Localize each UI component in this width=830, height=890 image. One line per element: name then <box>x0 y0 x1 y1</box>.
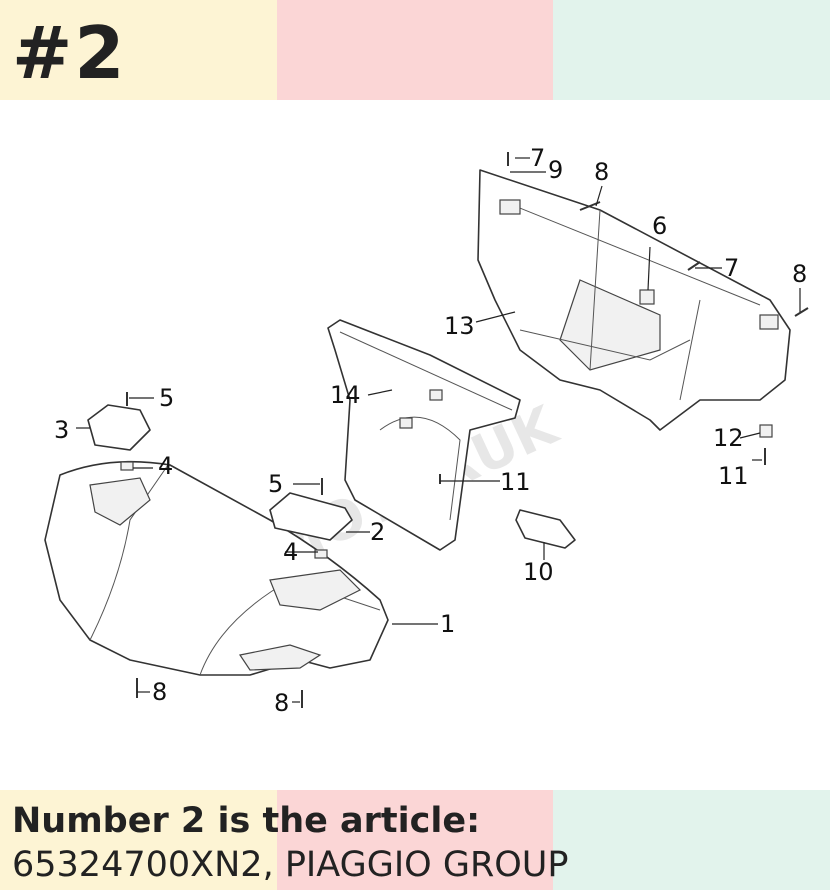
bush <box>759 424 773 438</box>
callout-2: 2 <box>370 518 385 546</box>
clip-right <box>314 549 328 559</box>
article-caption: Number 2 is the article: 65324700XN2, PI… <box>12 798 569 886</box>
callout-14: 14 <box>330 381 361 409</box>
caption-heading: Number 2 is the article: <box>12 801 481 841</box>
inner-handlebar-frame <box>327 319 521 551</box>
callout-11b: 11 <box>718 462 749 490</box>
screws <box>126 152 809 708</box>
band-pink <box>276 0 554 100</box>
callout-6: 6 <box>652 212 667 240</box>
caption-article-code: 65324700XN2, PIAGGIO GROUP <box>12 845 569 885</box>
header-band <box>0 0 830 100</box>
exploded-parts-diagram: MOTORUK <box>44 144 809 717</box>
cap-right <box>269 492 353 541</box>
callout-5a: 5 <box>159 384 174 412</box>
footer-band <box>0 790 830 890</box>
rubber-pad <box>515 509 576 549</box>
footer-band-mint <box>553 790 830 890</box>
part-number-badge: #2 <box>12 11 127 95</box>
rear-handlebar-cover <box>477 169 791 431</box>
leader-lines <box>76 157 801 703</box>
callout-8a: 8 <box>594 158 609 186</box>
callout-9: 9 <box>548 156 563 184</box>
callout-5b: 5 <box>268 470 283 498</box>
callout-labels: 1 2 3 4 4 5 5 6 7 7 8 8 8 8 9 10 11 11 1… <box>54 144 807 717</box>
callout-4a: 4 <box>158 452 173 480</box>
callout-7b: 7 <box>724 254 739 282</box>
footer-band-yellow <box>0 790 277 890</box>
front-handlebar-cover <box>44 460 389 676</box>
callout-1: 1 <box>440 610 455 638</box>
callout-13: 13 <box>444 312 475 340</box>
callout-3: 3 <box>54 416 69 444</box>
callout-7a: 7 <box>530 144 545 172</box>
callout-8d: 8 <box>274 689 289 717</box>
cap-left <box>87 404 151 451</box>
callout-12: 12 <box>713 424 744 452</box>
callout-8c: 8 <box>152 678 167 706</box>
callout-11a: 11 <box>500 468 531 496</box>
clip-left <box>120 461 134 471</box>
band-mint <box>553 0 830 100</box>
callout-4b: 4 <box>283 538 298 566</box>
callout-10: 10 <box>523 558 554 586</box>
band-yellow <box>0 0 277 100</box>
callout-8b: 8 <box>792 260 807 288</box>
footer-band-pink <box>276 790 554 890</box>
